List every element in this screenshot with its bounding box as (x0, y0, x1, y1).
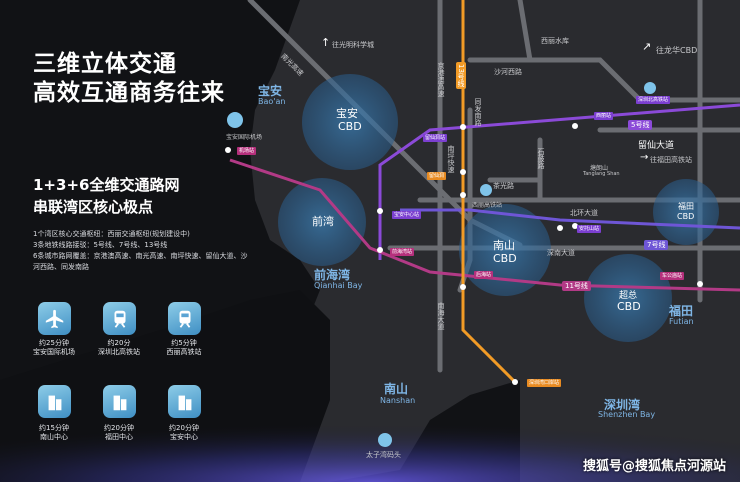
watermark: 搜狐号@搜狐焦点河源站 (582, 459, 726, 474)
train-icon (103, 302, 136, 335)
line-tag: 13号线 (456, 62, 466, 89)
cbd-label: CBD (617, 300, 641, 313)
building-icon (103, 385, 136, 418)
cbd-zone-baoan (302, 74, 398, 170)
area-label-en: Futian (669, 317, 694, 326)
road-label: 石鼓路 (537, 148, 545, 169)
travel-time: 约20分 (107, 339, 131, 347)
station-dots (225, 123, 703, 385)
cbd-label: CBD (338, 120, 362, 133)
travel-place: 南山中心 (40, 433, 68, 441)
road-label: 茶光路 (493, 182, 514, 190)
description-line: 3条地铁线路接驳：5号线、7号线、13号线 (33, 241, 168, 249)
station-label: 西丽站 (594, 112, 614, 120)
road-label: 西丽水库 (541, 37, 569, 45)
cbd-label: CBD (493, 252, 517, 265)
direction-label: 往福田高铁站 (650, 156, 692, 164)
subheadline-line1: 1+3+6全维交通路网 (33, 176, 180, 194)
travel-time: 约15分钟 (39, 424, 69, 432)
area-label: 南山 (384, 382, 409, 396)
xili-hsr-marker (480, 184, 492, 196)
station-label: 深圳湾口岸站 (527, 379, 562, 387)
road-label: 深南大道 (547, 249, 575, 257)
travel-time: 约20分钟 (169, 424, 199, 432)
line-tag: 7号线 (644, 240, 669, 250)
up-right-arrow-icon: ↗ (642, 40, 652, 53)
description-line: 河西路、同发南路 (33, 263, 89, 271)
cbd-zone-chaozong (584, 254, 672, 342)
station-label: 机场站 (237, 147, 257, 155)
station-label: 西丽高铁站 (472, 202, 503, 209)
area-label: 福田 (669, 304, 694, 318)
up-arrow-icon: ↑ (321, 36, 331, 49)
road-label: 同发南路 (474, 98, 482, 126)
station-label: 宝安中心站 (392, 211, 422, 219)
cbd-label: 超总 (619, 291, 638, 301)
line-tag: 11号线 (562, 281, 591, 291)
cbd-zone-qianwan (278, 178, 366, 266)
shenzhen-north-marker (644, 82, 656, 94)
cbd-label: 前湾 (312, 215, 334, 228)
road-label: 沙河西路 (494, 68, 522, 76)
road-label: 南坪快速 (447, 145, 455, 173)
line-13 (461, 0, 517, 384)
headline-line2: 高效互通商务往来 (33, 80, 225, 106)
ferry-marker (378, 433, 392, 447)
travel-time: 约20分钟 (104, 424, 134, 432)
area-label-en: Qianhai Bay (314, 281, 363, 290)
headline-line1: 三维立体交通 (33, 51, 177, 77)
travel-time: 约25分钟 (39, 339, 69, 347)
area-label-en: Bao'an (258, 97, 286, 106)
mountain-label-en: Tanglang Shan (583, 171, 620, 177)
travel-place: 宝安国际机场 (33, 348, 75, 356)
direction-label: 往龙华CBD (656, 46, 698, 55)
right-arrow-icon: → (640, 152, 649, 163)
cbd-label: 南山 (493, 239, 515, 252)
station-label: 宝安国际机场 (226, 134, 263, 141)
station-label: 前海湾站 (390, 248, 415, 256)
description-line: 6条城市路网覆盖：京港澳高速、南光高速、南坪快速、留仙大道、沙 (33, 252, 248, 260)
travel-place: 宝安中心 (170, 433, 198, 441)
area-label: 前海湾 (314, 268, 351, 282)
cbd-label: CBD (677, 212, 695, 221)
road-label: 南海大道 (437, 302, 445, 330)
travel-time: 约5分钟 (171, 339, 197, 347)
road-label: 京港澳高速 (437, 62, 445, 97)
station-label: 留仙洞 (427, 172, 447, 180)
travel-place: 福田中心 (105, 433, 133, 441)
station-label: 后海站 (474, 271, 494, 279)
building-icon (168, 385, 201, 418)
direction-label: 往光明科学城 (332, 41, 374, 49)
airplane-icon (38, 302, 71, 335)
area-label-en: Shenzhen Bay (598, 410, 656, 419)
road-label: 留仙大道 (638, 141, 675, 151)
line-7 (400, 208, 740, 230)
airport-marker (227, 112, 243, 128)
station-label: 留仙洞站 (423, 134, 448, 142)
station-label: 车公庙站 (660, 272, 685, 280)
line-tag: 5号线 (628, 120, 653, 130)
cbd-label: 宝安 (336, 107, 358, 120)
subheadline-line2: 串联湾区核心极点 (33, 198, 154, 216)
description-line: 1个湾区核心交通枢纽：西丽交通枢纽(规划建设中) (33, 230, 190, 238)
mountain-label: 塘朗山 (590, 165, 609, 172)
area-label-en: Nanshan (380, 396, 416, 405)
travel-place: 西丽高铁站 (166, 348, 202, 356)
train-icon (168, 302, 201, 335)
station-label: 安托山站 (577, 225, 602, 233)
building-icon (38, 385, 71, 418)
ferry-label: 太子湾码头 (366, 451, 401, 459)
cbd-label: 福田 (678, 202, 694, 211)
road-label: 北环大道 (570, 209, 598, 217)
cbd-zone-futian (653, 179, 719, 245)
travel-place: 深圳北高铁站 (98, 348, 140, 356)
area-label: 深圳湾 (604, 398, 641, 412)
station-label: 深圳北高铁站 (636, 96, 671, 104)
area-label: 宝安 (258, 84, 283, 98)
